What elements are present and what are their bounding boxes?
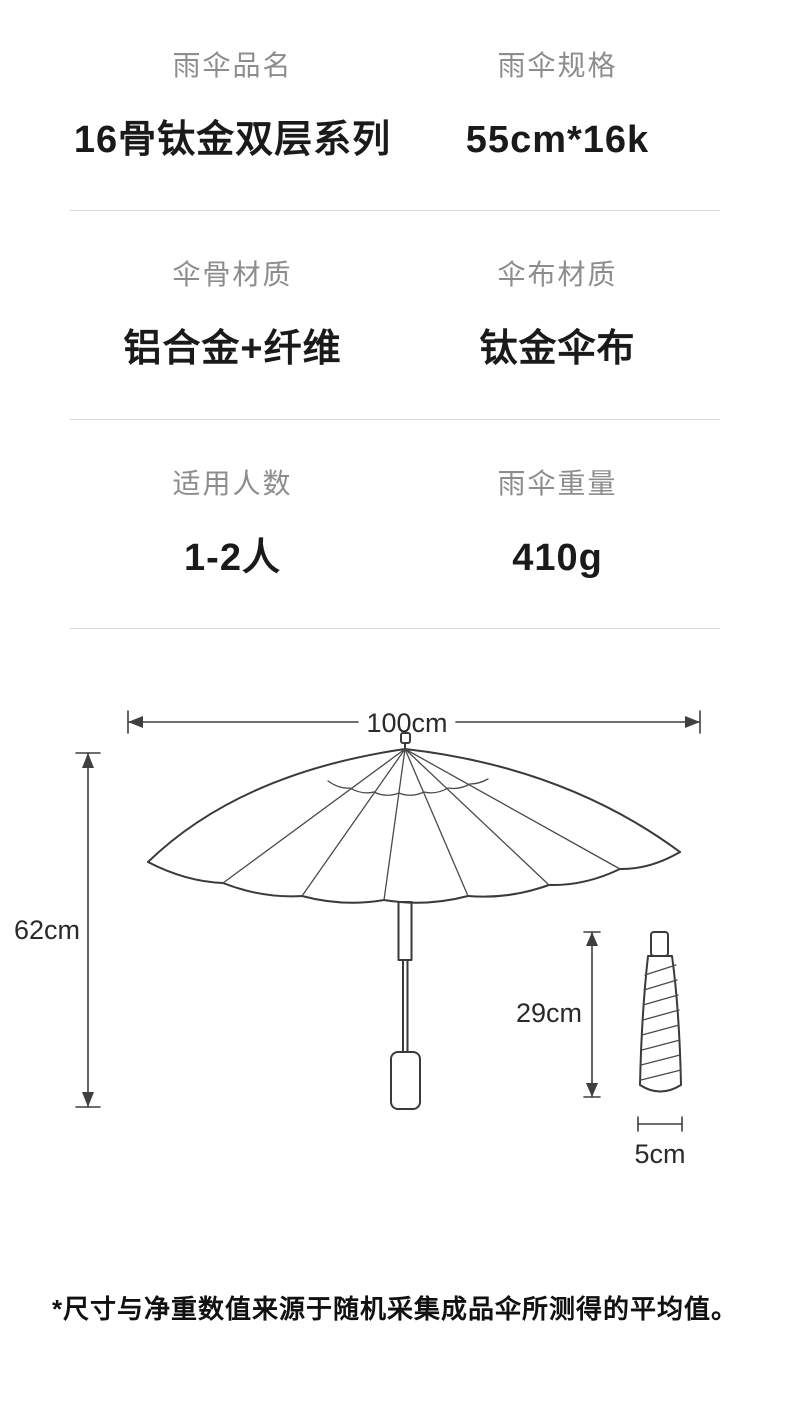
spec-cell-rib-material: 伞骨材质 铝合金+纤维 — [70, 259, 395, 371]
umbrella-handle — [390, 1051, 421, 1110]
folded-umbrella-cap — [650, 931, 669, 957]
umbrella-shaft-lower — [402, 959, 409, 1053]
measurement-footnote: *尺寸与净重数值来源于随机采集成品伞所测得的平均值。 — [51, 1294, 739, 1324]
spec-cell-people-capacity: 适用人数 1-2人 — [70, 468, 395, 580]
open-height-dimension: 62cm — [14, 752, 101, 1108]
spec-cell-product-name: 雨伞品名 16骨钛金双层系列 — [70, 50, 395, 162]
umbrella-open-drawing — [147, 732, 681, 1110]
spec-table: 雨伞品名 16骨钛金双层系列 雨伞规格 55cm*16k 伞骨材质 铝合金+纤维… — [70, 0, 720, 629]
spec-label-product-name: 雨伞品名 — [172, 50, 293, 81]
spec-cell-fabric-material: 伞布材质 钛金伞布 — [395, 259, 720, 371]
umbrella-shaft-upper — [397, 901, 413, 961]
spec-value-rib-material: 铝合金+纤维 — [123, 328, 342, 370]
spec-value-weight: 410g — [512, 537, 603, 579]
divider-2 — [70, 419, 720, 420]
spec-cell-size-spec: 雨伞规格 55cm*16k — [395, 50, 720, 162]
folded-umbrella-body — [639, 955, 682, 1093]
open-height-label: 62cm — [14, 915, 80, 945]
umbrella-ribs — [222, 748, 621, 901]
umbrella-dimension-diagram: 100cm 62cm — [0, 687, 790, 1207]
folded-umbrella-fold-lines — [640, 964, 682, 1081]
spec-row-2: 伞骨材质 铝合金+纤维 伞布材质 钛金伞布 — [70, 259, 720, 371]
divider-1 — [70, 210, 720, 211]
umbrella-canopy-edge — [147, 851, 681, 904]
umbrella-canopy-outline — [147, 748, 681, 863]
spec-cell-weight: 雨伞重量 410g — [395, 468, 720, 580]
folded-height-dimension: 29cm — [516, 931, 601, 1098]
spec-label-people-capacity: 适用人数 — [172, 468, 293, 499]
spec-label-rib-material: 伞骨材质 — [172, 259, 293, 290]
umbrella-diagram-svg: 100cm 62cm — [14, 708, 701, 1169]
spec-label-fabric-material: 伞布材质 — [497, 259, 618, 290]
spec-row-1: 雨伞品名 16骨钛金双层系列 雨伞规格 55cm*16k — [70, 50, 720, 162]
divider-3 — [70, 628, 720, 629]
spec-value-people-capacity: 1-2人 — [184, 537, 281, 579]
open-width-dimension: 100cm — [127, 708, 701, 738]
spec-value-fabric-material: 钛金伞布 — [479, 328, 636, 370]
spec-label-size-spec: 雨伞规格 — [497, 50, 618, 81]
spec-value-product-name: 16骨钛金双层系列 — [73, 119, 392, 161]
umbrella-double-layer-vent — [327, 778, 489, 796]
folded-height-label: 29cm — [516, 998, 582, 1028]
spec-row-3: 适用人数 1-2人 雨伞重量 410g — [70, 468, 720, 580]
folded-width-dimension: 5cm — [634, 1116, 686, 1169]
umbrella-folded-drawing — [639, 931, 682, 1093]
folded-width-label: 5cm — [634, 1139, 685, 1169]
spec-label-weight: 雨伞重量 — [497, 468, 618, 499]
spec-value-size-spec: 55cm*16k — [465, 119, 650, 161]
